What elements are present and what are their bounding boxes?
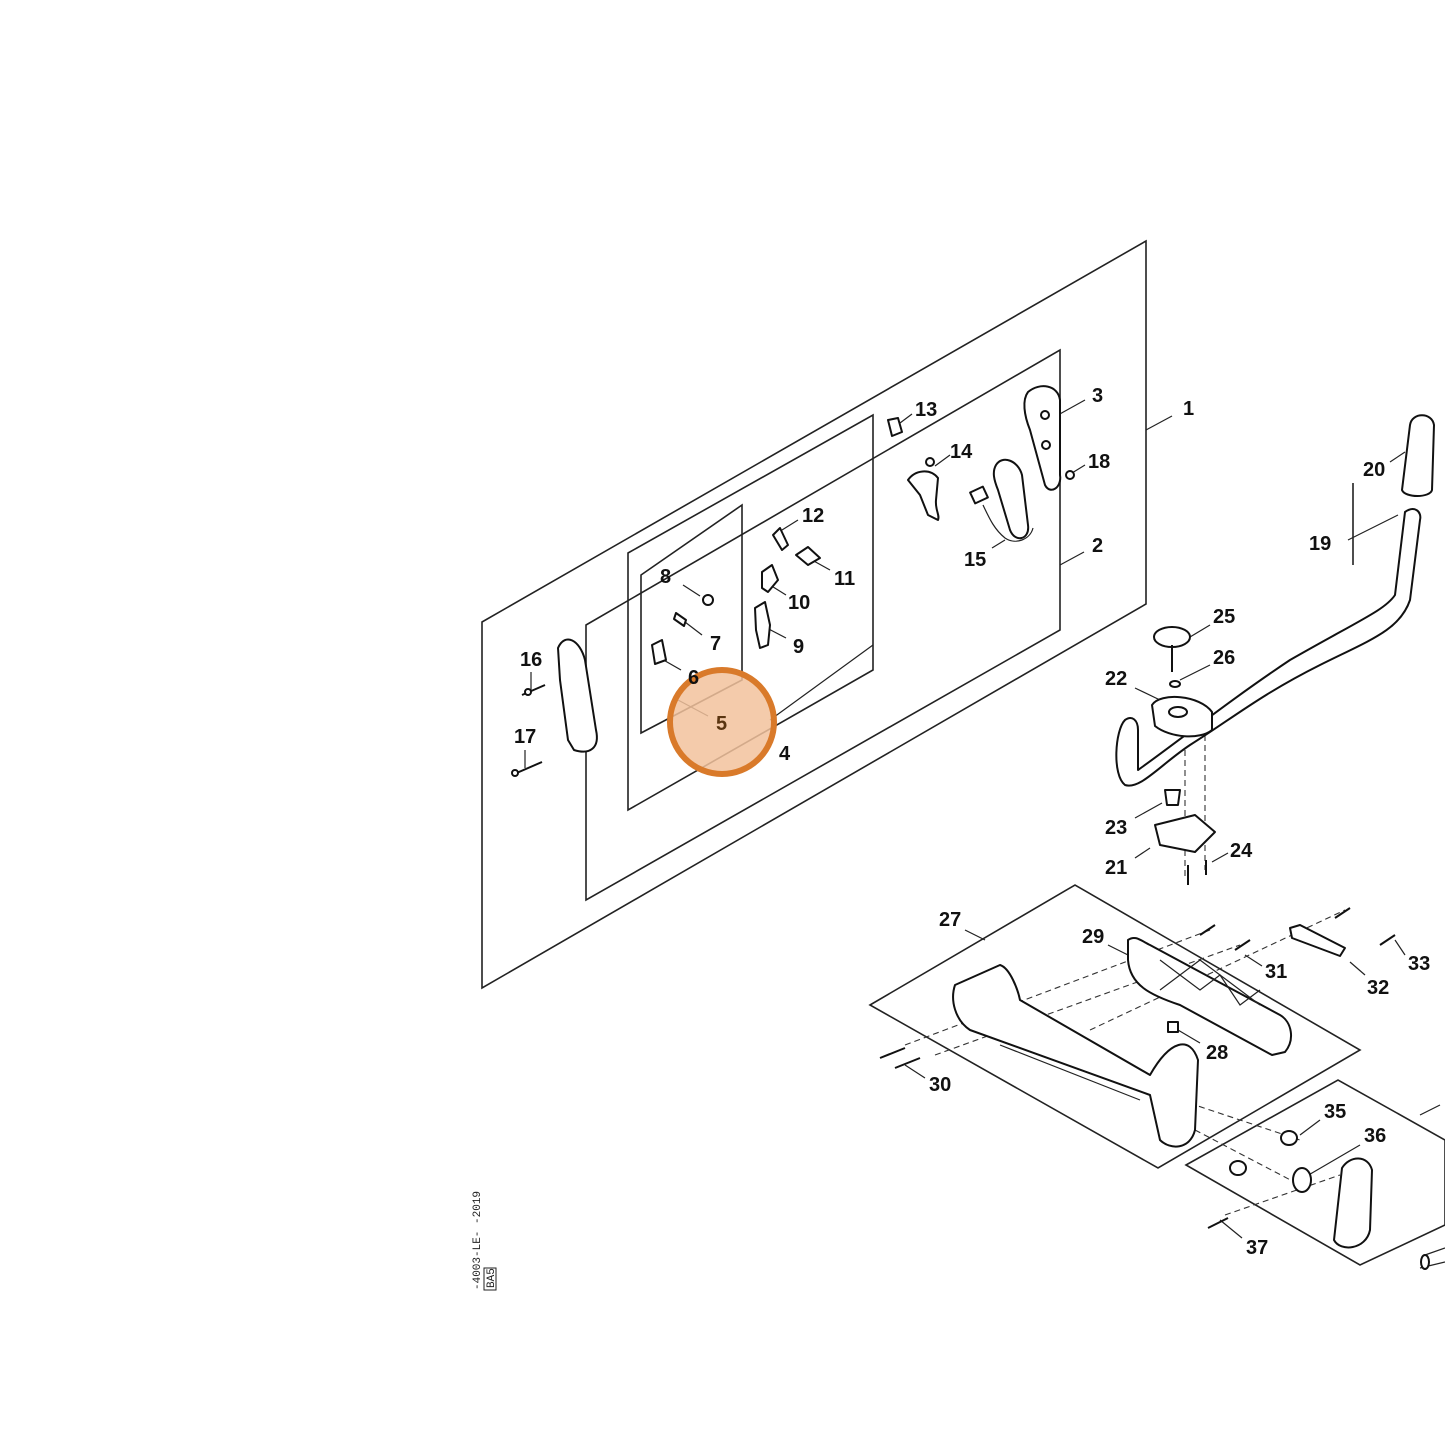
frame-outer-group-1: [481, 239, 1147, 990]
callout-29[interactable]: 29: [1082, 926, 1104, 948]
part-trigger-14[interactable]: [907, 457, 940, 521]
leader-lines: [524, 399, 1441, 1239]
drawing-stamp: -4003-LE- -2019 BA5: [472, 1191, 498, 1291]
stamp-code: -4003-LE- -2019: [472, 1191, 484, 1290]
callout-30[interactable]: 30: [929, 1074, 951, 1096]
part-knob-25[interactable]: [1153, 626, 1191, 672]
callout-35[interactable]: 35: [1324, 1101, 1346, 1123]
part-spring-7[interactable]: [673, 612, 687, 627]
callout-4[interactable]: 4: [779, 743, 791, 765]
callout-6[interactable]: 6: [688, 667, 699, 689]
callout-25[interactable]: 25: [1213, 606, 1235, 628]
callout-7[interactable]: 7: [710, 633, 721, 655]
callout-18[interactable]: 18: [1088, 451, 1110, 473]
frame-group-4: [627, 413, 874, 812]
callout-17[interactable]: 17: [514, 726, 536, 748]
frame-group-2: [585, 348, 1061, 902]
stamp-box: BA5: [486, 1268, 498, 1288]
part-sleeve-38[interactable]: [1419, 1247, 1445, 1270]
part-clamp-22[interactable]: [1151, 695, 1213, 738]
screws-30[interactable]: [879, 1047, 921, 1069]
screw-16[interactable]: [521, 684, 546, 696]
spring-23[interactable]: [1164, 789, 1181, 806]
callout-12[interactable]: 12: [802, 505, 824, 527]
callout-1[interactable]: 1: [1183, 398, 1194, 420]
part-handlebar-19[interactable]: [1115, 508, 1422, 787]
callout-10[interactable]: 10: [788, 592, 810, 614]
clamp-36[interactable]: [1292, 1167, 1312, 1193]
callout-22[interactable]: 22: [1105, 668, 1127, 690]
callout-3[interactable]: 3: [1092, 385, 1103, 407]
callout-13[interactable]: 13: [915, 399, 937, 421]
part-handle-half-16[interactable]: [557, 638, 598, 753]
part-strip-32[interactable]: [1289, 924, 1346, 957]
callout-27[interactable]: 27: [939, 909, 961, 931]
plug-28[interactable]: [1167, 1021, 1179, 1033]
callout-16[interactable]: 16: [520, 649, 542, 671]
screws-24[interactable]: [1187, 860, 1207, 885]
part-grip-housing-3[interactable]: [1023, 385, 1062, 491]
callout-9[interactable]: 9: [793, 636, 804, 658]
callout-20[interactable]: 20: [1363, 459, 1385, 481]
callout-32[interactable]: 32: [1367, 977, 1389, 999]
part-grip-34[interactable]: [1333, 1157, 1373, 1249]
callout-37[interactable]: 37: [1246, 1237, 1268, 1259]
callout-labels: 1 2 3 4 5 6 7 8 9 10 11 12 13 14 15 16 1…: [514, 385, 1430, 1259]
part-lever-11[interactable]: [795, 546, 821, 566]
part-lever-12[interactable]: [772, 527, 789, 551]
frame-group-27: [868, 884, 1362, 1169]
callout-23[interactable]: 23: [1105, 817, 1127, 839]
nut-35[interactable]: [1229, 1130, 1298, 1176]
callout-14[interactable]: 14: [950, 441, 973, 463]
callout-2[interactable]: 2: [1092, 535, 1103, 557]
ring-26[interactable]: [1169, 680, 1181, 688]
callout-28[interactable]: 28: [1206, 1042, 1228, 1064]
screws-33[interactable]: [1334, 907, 1396, 946]
part-lever-10[interactable]: [761, 564, 779, 593]
screw-17[interactable]: [511, 761, 543, 777]
frame-group-34: [1184, 1079, 1445, 1266]
callout-26[interactable]: 26: [1213, 647, 1235, 669]
highlight-marker[interactable]: [667, 667, 777, 777]
part-spring-8[interactable]: [702, 594, 714, 606]
part-clip-13[interactable]: [887, 417, 903, 437]
callout-24[interactable]: 24: [1230, 840, 1253, 862]
callout-33[interactable]: 33: [1408, 953, 1430, 975]
callout-31[interactable]: 31: [1265, 961, 1287, 983]
part-handle-body-27[interactable]: [952, 964, 1199, 1148]
callout-21[interactable]: 21: [1105, 857, 1127, 879]
part-clamp-base-21[interactable]: [1154, 814, 1216, 853]
screw-37[interactable]: [1207, 1217, 1229, 1229]
part-wire-15[interactable]: [969, 485, 1034, 542]
part-pin-6[interactable]: [651, 639, 667, 665]
callout-8[interactable]: 8: [660, 566, 671, 588]
callout-19[interactable]: 19: [1309, 533, 1331, 555]
callout-15[interactable]: 15: [964, 549, 986, 571]
nut-18[interactable]: [1065, 470, 1075, 480]
screws-31[interactable]: [1199, 924, 1251, 951]
part-cover-29[interactable]: [1127, 936, 1292, 1056]
callout-5[interactable]: 5: [716, 713, 727, 735]
part-grip-shell-2[interactable]: [992, 458, 1030, 540]
part-grip-20[interactable]: [1401, 414, 1435, 497]
callout-36[interactable]: 36: [1364, 1125, 1386, 1147]
callout-11[interactable]: 11: [834, 568, 855, 590]
part-lock-9[interactable]: [754, 601, 771, 649]
